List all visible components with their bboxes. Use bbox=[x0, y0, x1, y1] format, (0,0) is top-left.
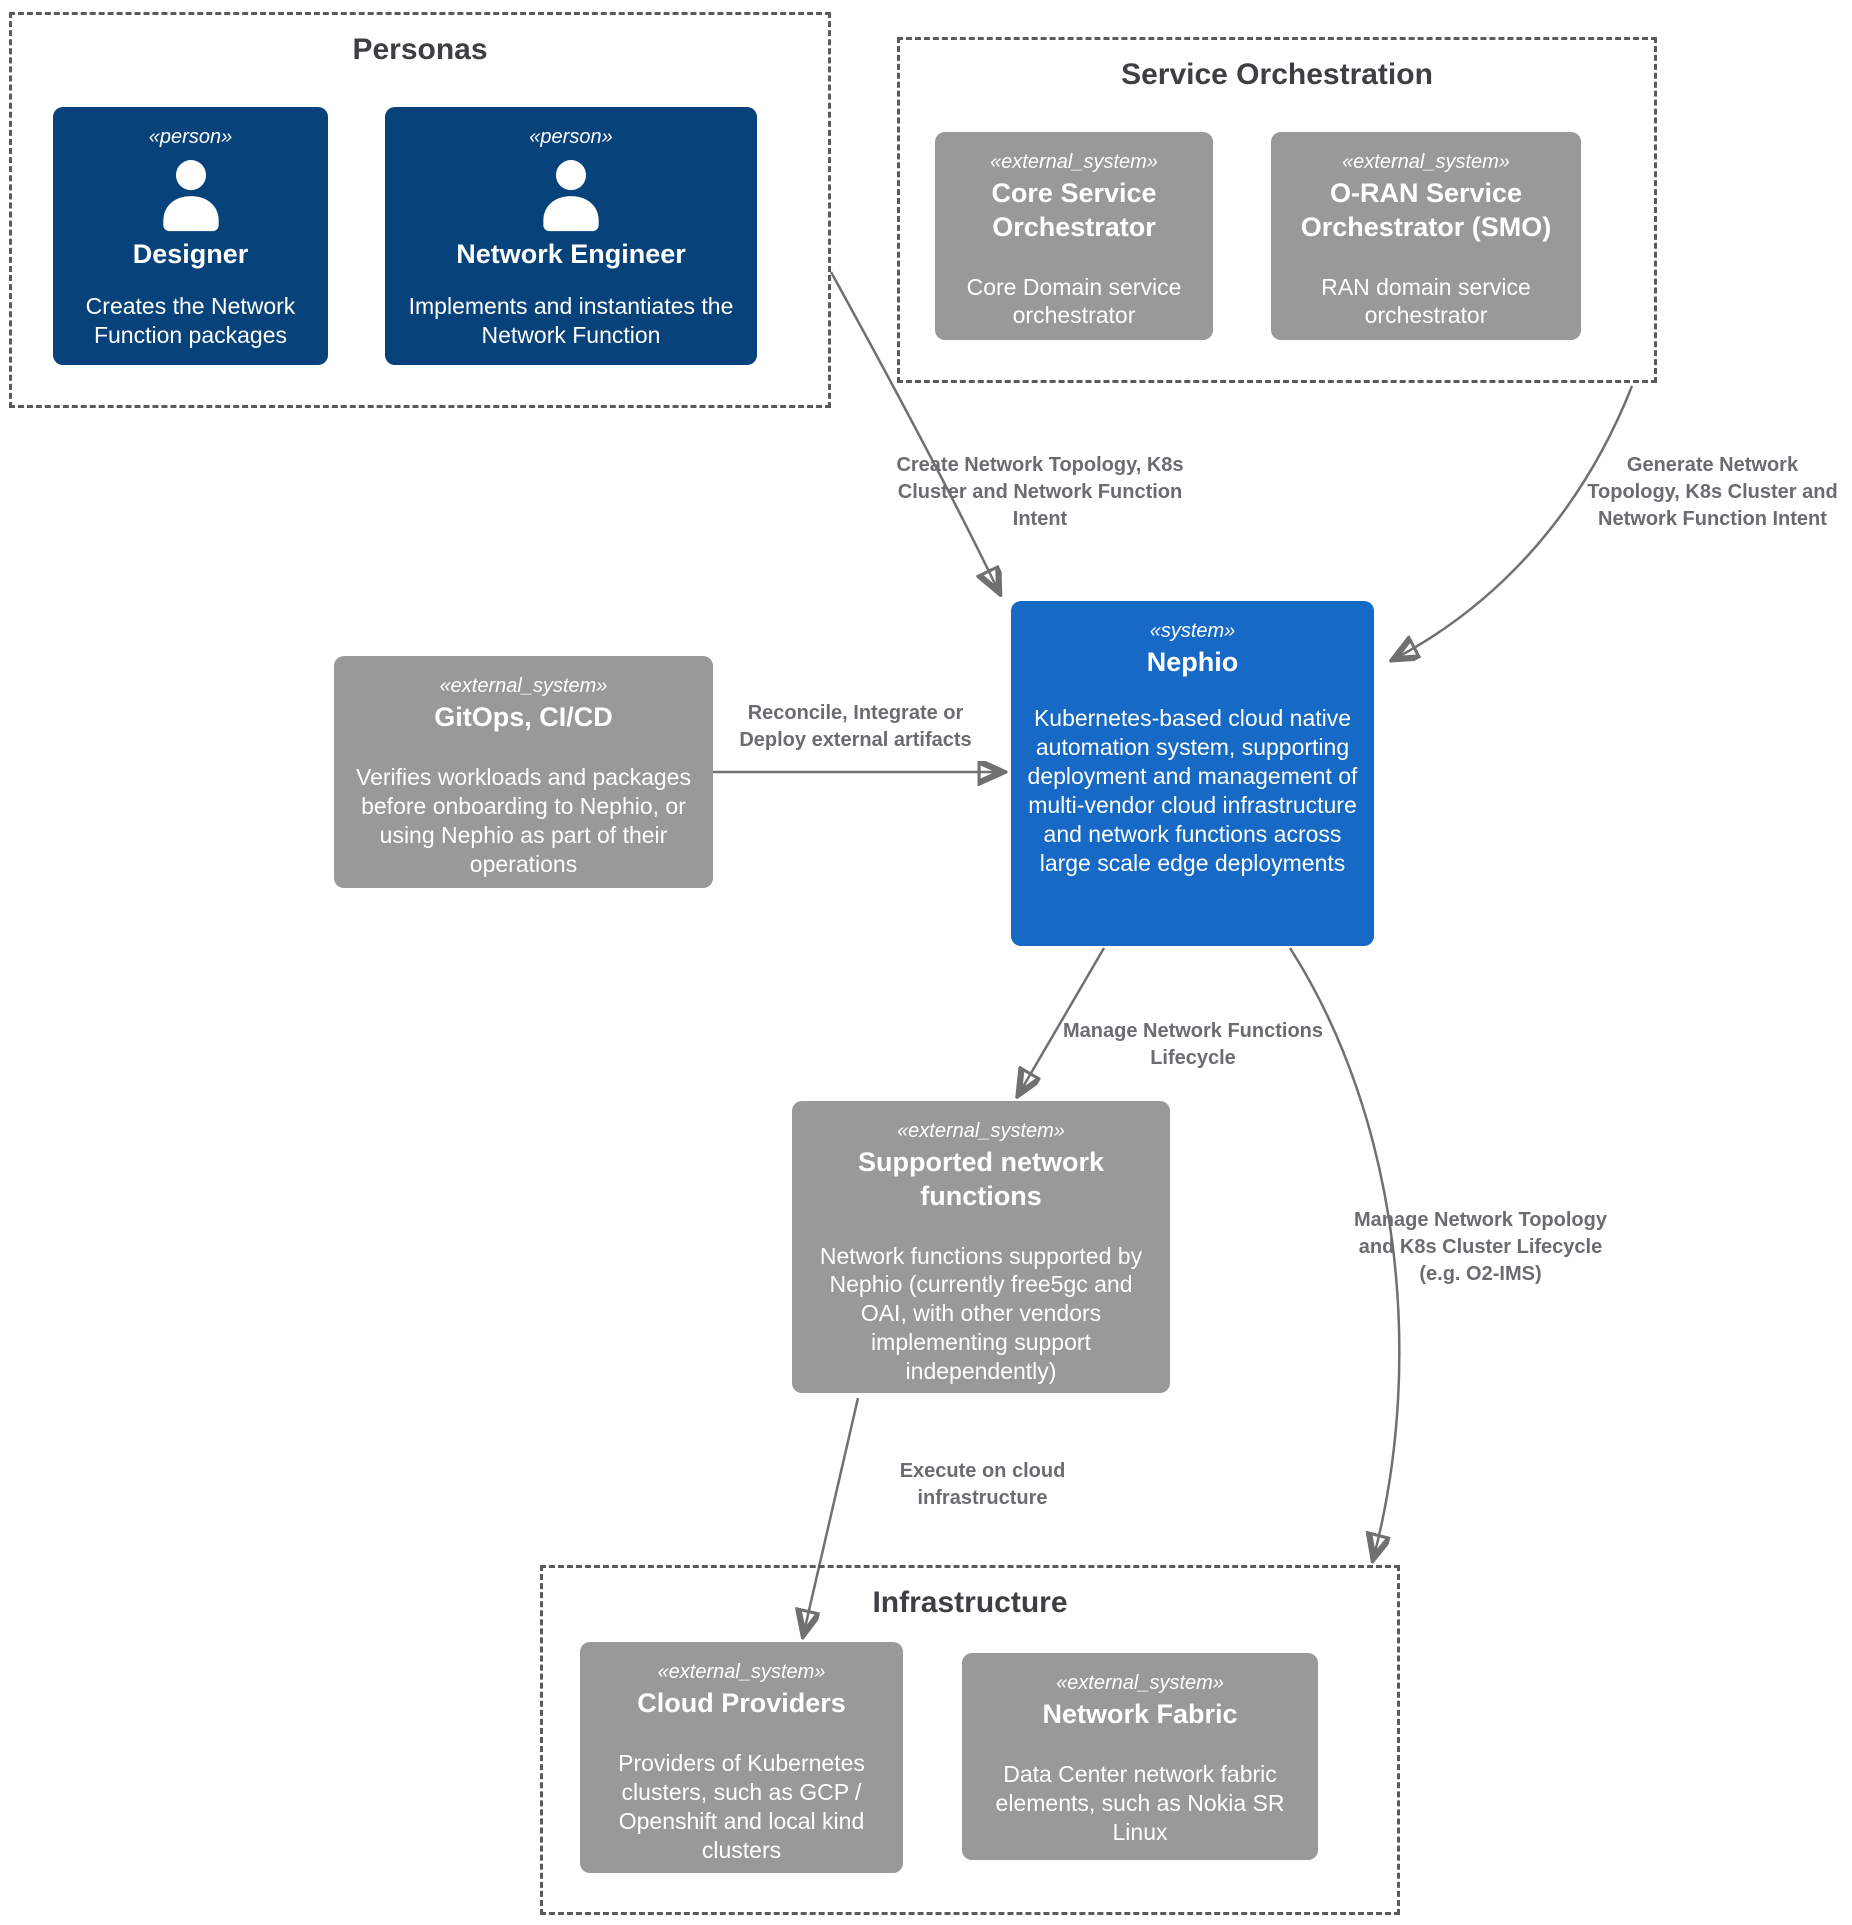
node-network-engineer: «person» Network Engineer Implements and… bbox=[385, 107, 757, 365]
stereotype: «system» bbox=[1149, 620, 1236, 642]
stereotype: «external_system» bbox=[439, 675, 608, 697]
node-nephio: «system» Nephio Kubernetes-based cloud n… bbox=[1011, 601, 1374, 946]
node-title: Network Fabric bbox=[1042, 1699, 1238, 1729]
group-service-orchestration-title: Service Orchestration bbox=[1121, 58, 1433, 91]
node-cloud-providers: «external_system» Cloud Providers Provid… bbox=[580, 1642, 903, 1873]
node-designer: «person» Designer Creates the Network Fu… bbox=[53, 107, 328, 365]
stereotype: «external_system» bbox=[897, 1120, 1065, 1142]
edge-label-execute: Execute on cloud infrastructure bbox=[899, 1460, 1066, 1509]
node-title: Nephio bbox=[1146, 647, 1239, 677]
group-personas: Personas bbox=[9, 12, 831, 408]
person-icon bbox=[529, 152, 613, 236]
node-supported-network-functions: «external_system» Supported network func… bbox=[792, 1101, 1170, 1393]
edge-label-create-intent: Create Network Topology, K8s Cluster and… bbox=[896, 454, 1184, 530]
node-title: Supported network functions bbox=[857, 1147, 1104, 1211]
node-title: O-RAN Service Orchestrator (SMO) bbox=[1300, 178, 1552, 242]
node-core-service-orchestrator: «external_system» Core Service Orchestra… bbox=[935, 132, 1213, 340]
edge-label-reconcile: Reconcile, Integrate or Deploy external … bbox=[739, 702, 972, 751]
group-infrastructure-title: Infrastructure bbox=[872, 1586, 1068, 1619]
edge-label-generate-intent: Generate Network Topology, K8s Cluster a… bbox=[1587, 454, 1838, 530]
node-title: Core Service Orchestrator bbox=[991, 178, 1157, 242]
node-description: Kubernetes-based cloud native automation… bbox=[1027, 704, 1358, 876]
stereotype: «person» bbox=[529, 126, 613, 148]
group-service-orchestration: Service Orchestration bbox=[897, 37, 1657, 383]
node-title: Designer bbox=[132, 239, 249, 269]
stereotype: «person» bbox=[148, 126, 233, 148]
node-description: Core Domain service orchestrator bbox=[966, 273, 1182, 329]
node-description: RAN domain service orchestrator bbox=[1321, 273, 1531, 329]
stereotype: «external_system» bbox=[990, 151, 1158, 173]
node-description: Providers of Kubernetes clusters, such a… bbox=[618, 1749, 865, 1863]
stereotype: «external_system» bbox=[1342, 151, 1510, 173]
node-gitops: «external_system» GitOps, CI/CD Verifies… bbox=[334, 656, 713, 888]
stereotype: «external_system» bbox=[1056, 1672, 1224, 1694]
node-description: Creates the Network Function packages bbox=[85, 292, 296, 348]
node-description: Implements and instantiates the Network … bbox=[408, 292, 734, 348]
group-personas-title: Personas bbox=[352, 33, 488, 66]
node-network-fabric: «external_system» Network Fabric Data Ce… bbox=[962, 1653, 1318, 1860]
node-description: Verifies workloads and packages before o… bbox=[356, 763, 691, 877]
edge-label-manage-nf: Manage Network Functions Lifecycle bbox=[1062, 1020, 1324, 1069]
stereotype: «external_system» bbox=[657, 1661, 826, 1683]
edge-label-manage-topology: Manage Network Topology and K8s Cluster … bbox=[1354, 1209, 1607, 1285]
node-title: Network Engineer bbox=[456, 239, 686, 269]
node-description: Data Center network fabric elements, suc… bbox=[995, 1760, 1285, 1845]
node-title: Cloud Providers bbox=[637, 1688, 846, 1718]
node-description: Network functions supported by Nephio (c… bbox=[819, 1242, 1143, 1385]
group-infrastructure: Infrastructure bbox=[540, 1565, 1400, 1915]
node-title: GitOps, CI/CD bbox=[434, 702, 613, 732]
node-oran-service-orchestrator: «external_system» O-RAN Service Orchestr… bbox=[1271, 132, 1581, 340]
person-icon bbox=[149, 152, 233, 236]
